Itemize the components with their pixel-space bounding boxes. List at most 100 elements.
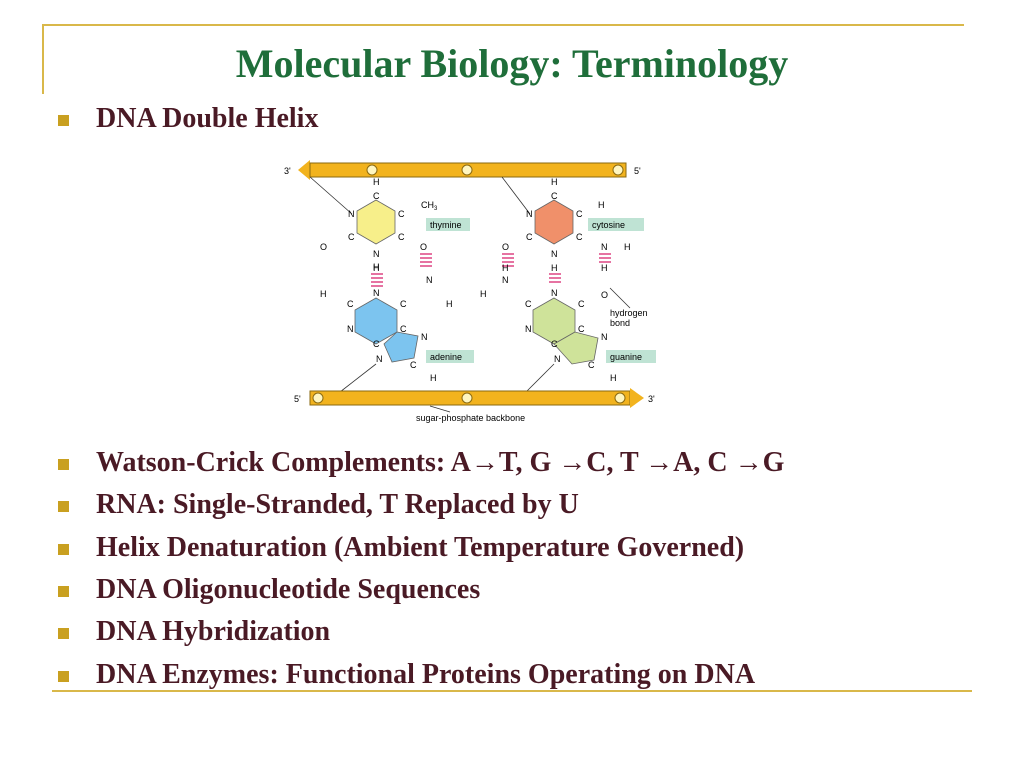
cytosine-label-box	[588, 218, 644, 231]
phosphate-icon	[614, 392, 626, 404]
atom-label: N	[426, 275, 433, 285]
atom-label: CH3	[421, 200, 438, 212]
atom-label: N	[551, 288, 558, 298]
atom-label: H	[373, 263, 380, 273]
atom-label: N	[601, 332, 608, 342]
top-backbone-arrow-icon	[298, 160, 310, 180]
atom-label: C	[578, 299, 585, 309]
bottom-rule	[52, 690, 972, 692]
atom-label: C	[398, 209, 405, 219]
atom-label: C	[410, 360, 417, 370]
guanine-label: guanine	[610, 352, 642, 362]
atom-label: H	[610, 373, 617, 383]
atom-label: N	[526, 209, 533, 219]
atom-label: N	[502, 275, 509, 285]
left-rule	[42, 24, 44, 94]
atom-label: C	[576, 232, 583, 242]
atom-label: H	[551, 263, 558, 273]
adenine-ring-5	[383, 331, 419, 363]
backbone-link	[501, 176, 531, 215]
atom-label: N	[554, 354, 561, 364]
atom-label: N	[421, 332, 428, 342]
atom-label: H	[480, 289, 487, 299]
guanine-label-box	[606, 350, 656, 363]
hydrogen-bond-icon	[371, 253, 611, 287]
bullet-text: Helix Denaturation (Ambient Temperature …	[96, 532, 745, 563]
strand-end-label: 3'	[284, 166, 291, 176]
bullet-marker-icon	[58, 671, 69, 682]
atom-label: N	[525, 324, 532, 334]
hydrogen-bond-label: bond	[610, 318, 630, 328]
hydrogen-bond-pointer	[609, 287, 631, 309]
atom-label: C	[373, 339, 380, 349]
strand-end-label: 5'	[294, 394, 301, 404]
slide-title: Molecular Biology: Terminology	[235, 41, 789, 86]
phosphate-icon	[312, 392, 324, 404]
atom-label: C	[347, 299, 354, 309]
bullet-text: Watson-Crick Complements: A→T, G →C, T →…	[96, 447, 785, 478]
thymine-label-box	[426, 218, 470, 231]
atom-label: C	[576, 209, 583, 219]
atom-label: C	[526, 232, 533, 242]
atom-label: H	[373, 262, 380, 272]
atom-label: C	[525, 299, 532, 309]
hydrogen-bond-label: hydrogen	[610, 308, 648, 318]
bullet-marker-icon	[58, 586, 69, 597]
bullet-marker-icon	[58, 544, 69, 555]
strand-end-label: 3'	[648, 394, 655, 404]
backbone-link	[525, 363, 555, 393]
backbone-pointer	[429, 405, 451, 413]
bullet-marker-icon	[58, 501, 69, 512]
atom-label: H	[502, 263, 509, 273]
bullet-text: DNA Double Helix	[96, 103, 319, 134]
phosphate-icon	[461, 164, 473, 176]
phosphate-icon	[366, 164, 378, 176]
bottom-backbone-arrow-icon	[630, 388, 644, 408]
atom-label: C	[373, 191, 380, 201]
atom-label: O	[320, 242, 327, 252]
atom-label: C	[551, 191, 558, 201]
atom-label: C	[588, 360, 595, 370]
atom-label: C	[400, 299, 407, 309]
atom-label: H	[446, 299, 453, 309]
dna-base-pair-diagram: 3' 5' H C CH3 N C C C O N O H thymine H …	[284, 160, 656, 423]
backbone-link	[309, 176, 353, 215]
atom-label: C	[400, 324, 407, 334]
atom-label: H	[551, 177, 558, 187]
atom-label: H	[624, 242, 631, 252]
bullet-text: DNA Oligonucleotide Sequences	[96, 574, 481, 605]
atom-label: O	[420, 242, 427, 252]
atom-label: H	[601, 263, 608, 273]
cytosine-label: cytosine	[592, 220, 625, 230]
atom-label: C	[398, 232, 405, 242]
phosphate-icon	[461, 392, 473, 404]
top-rule	[42, 24, 964, 26]
atom-label: N	[373, 249, 380, 259]
adenine-label-box	[426, 350, 474, 363]
atom-label: N	[347, 324, 354, 334]
bullet-marker-icon	[58, 115, 69, 126]
atom-label: C	[348, 232, 355, 242]
atom-label: H	[373, 177, 380, 187]
atom-label: N	[376, 354, 383, 364]
bullet-text: DNA Hybridization	[96, 616, 331, 647]
backbone-link	[339, 363, 377, 393]
atom-label: N	[551, 249, 558, 259]
strand-end-label: 5'	[634, 166, 641, 176]
atom-label: H	[598, 200, 605, 210]
phosphate-icon	[612, 164, 624, 176]
atom-label: C	[551, 339, 558, 349]
bullet-marker-icon	[58, 459, 69, 470]
backbone-label: sugar-phosphate backbone	[416, 413, 525, 423]
thymine-label: thymine	[430, 220, 462, 230]
atom-label: C	[578, 324, 585, 334]
atom-label: N	[601, 242, 608, 252]
atom-label: N	[373, 288, 380, 298]
cytosine-ring	[534, 199, 574, 245]
thymine-ring	[356, 199, 396, 245]
bullet-marker-icon	[58, 628, 69, 639]
guanine-ring-5	[553, 331, 599, 365]
adenine-ring	[354, 297, 398, 345]
atom-label: H	[430, 373, 437, 383]
atom-label: N	[348, 209, 355, 219]
